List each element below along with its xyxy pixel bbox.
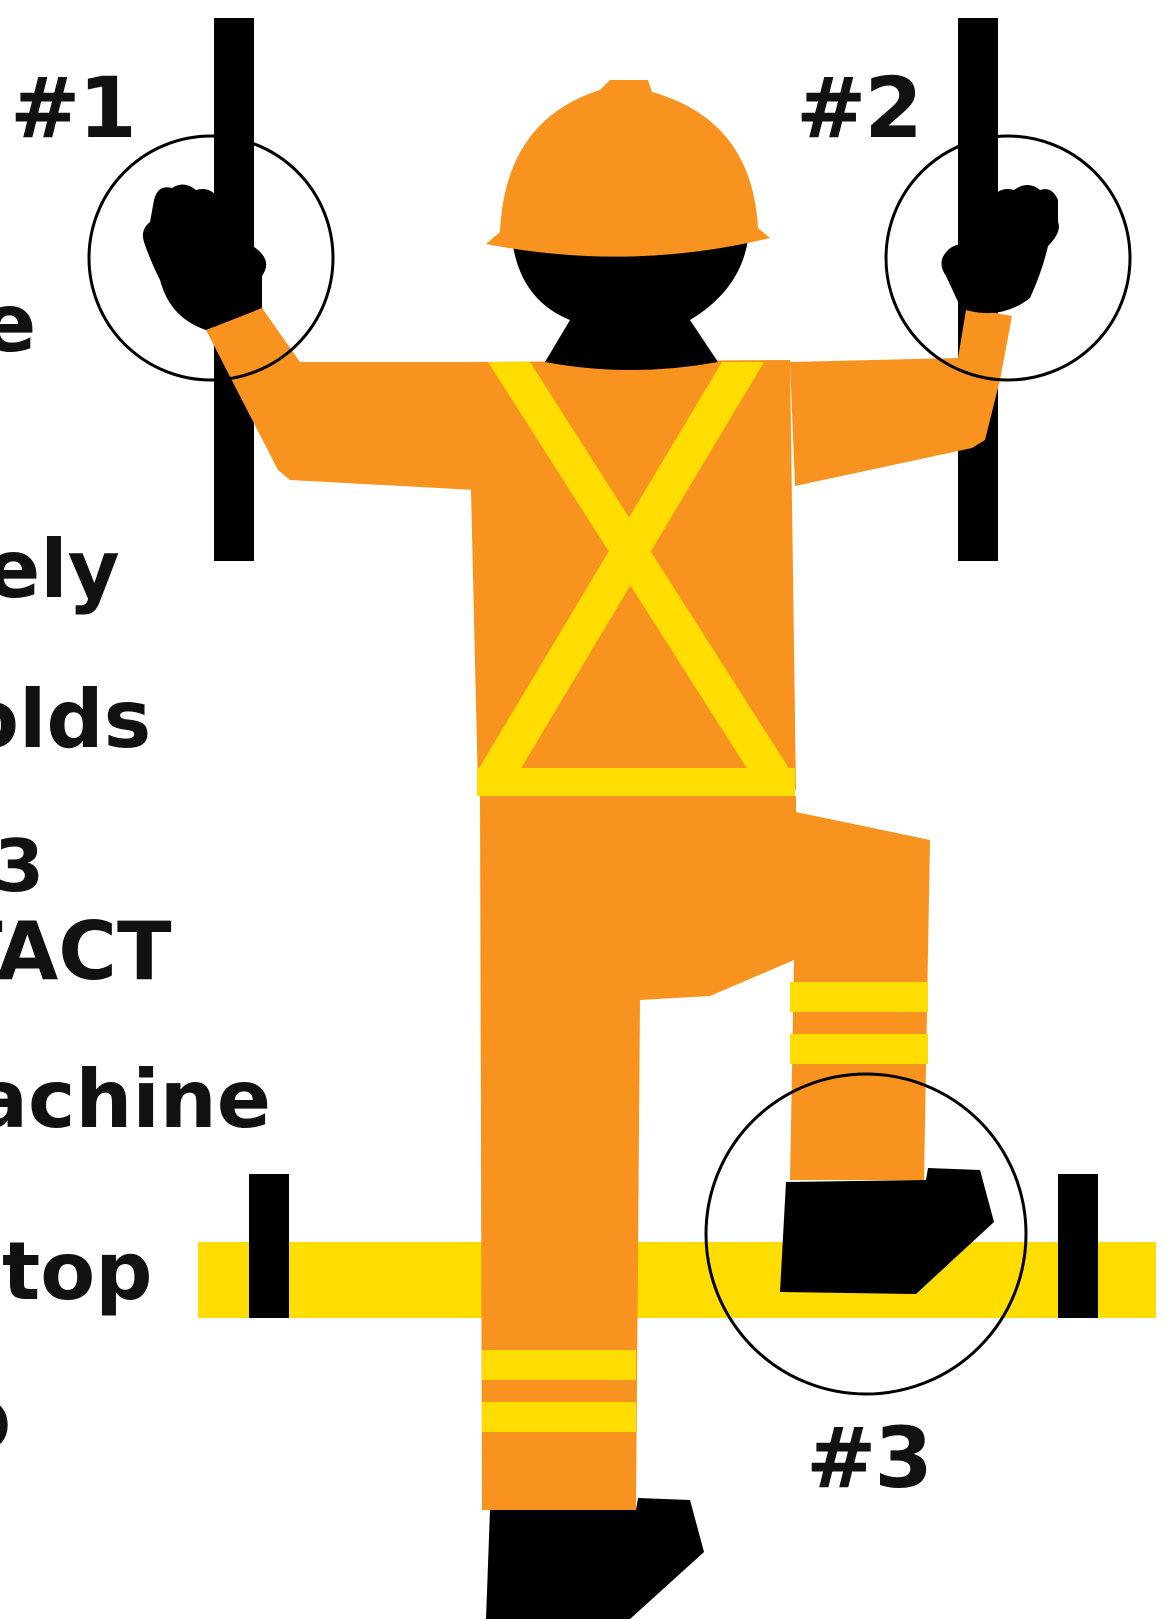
- step-post-right: [1058, 1174, 1098, 1318]
- boot-icon: [486, 1498, 704, 1619]
- raised-leg-stripe-2: [790, 1034, 928, 1064]
- label-point-3: #3: [806, 1416, 931, 1500]
- standing-leg-stripe-2: [482, 1402, 636, 1432]
- step-bar: [198, 1242, 1156, 1318]
- label-point-1: #1: [10, 66, 135, 150]
- head: [512, 240, 748, 362]
- waist-band: [477, 768, 795, 796]
- label-point-2: #2: [796, 66, 921, 150]
- hard-hat-icon: [486, 80, 770, 257]
- step-post-left: [249, 1174, 289, 1318]
- standing-leg-stripe-1: [482, 1350, 636, 1380]
- raised-leg-stripe-1: [790, 982, 928, 1012]
